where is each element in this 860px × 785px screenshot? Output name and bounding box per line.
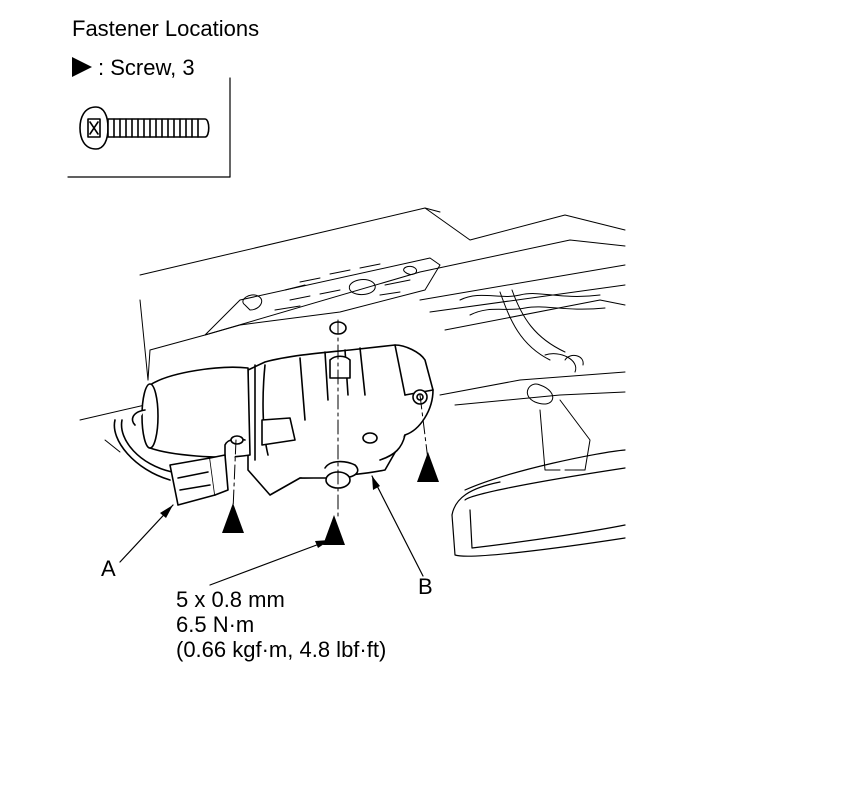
screw-arrow-right — [417, 452, 439, 482]
screw-icon — [79, 106, 210, 150]
sunroof-motor-assembly — [131, 321, 434, 496]
screw-arrow-center — [323, 515, 345, 545]
screw-arrow-icon — [72, 57, 92, 77]
rearview-mirror — [451, 449, 626, 557]
torque-alt-units: (0.66 kgf·m, 4.8 lbf·ft) — [176, 637, 387, 662]
torque-spec: 5 x 0.8 mm 6.5 N·m (0.66 kgf·m, 4.8 lbf·… — [176, 587, 386, 662]
roof-panel-lines — [79, 207, 626, 471]
screw-size: 5 x 0.8 mm — [176, 587, 285, 612]
screw-arrow-left — [222, 503, 244, 533]
callout-label-b: B — [418, 574, 433, 599]
screw-axis-lines — [232, 319, 429, 519]
fastener-legend: : Screw, 3 — [72, 57, 195, 79]
connector-a — [113, 419, 229, 506]
diagram-title: Fastener Locations — [72, 16, 260, 41]
callout-leaders — [119, 475, 424, 586]
legend-text: : Screw, 3 — [98, 55, 195, 80]
screw-arrow-markers — [222, 452, 439, 545]
callout-label-a: A — [101, 556, 116, 581]
screw-legend-box — [67, 77, 231, 178]
torque-nm: 6.5 N·m — [176, 612, 255, 637]
